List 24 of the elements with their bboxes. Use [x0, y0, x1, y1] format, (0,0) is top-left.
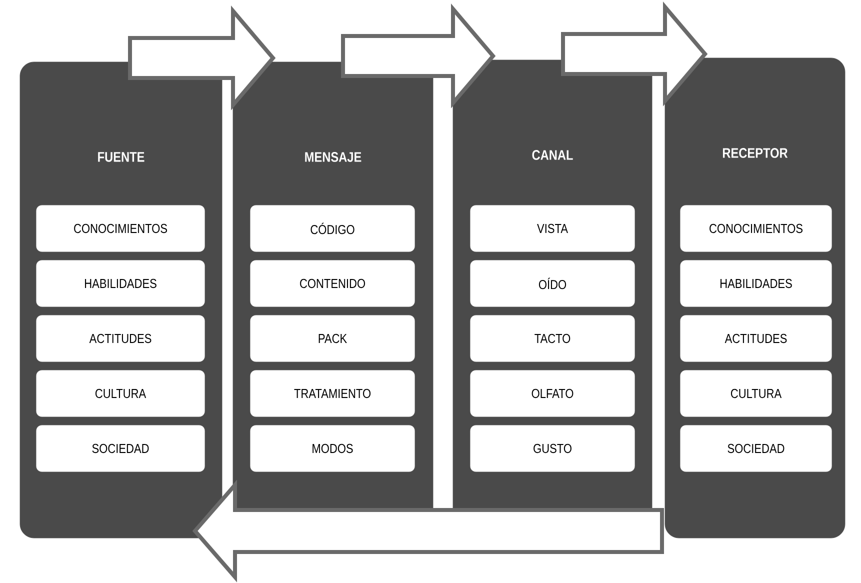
- item-box: GUSTO: [470, 424, 636, 472]
- item-box: ACTITUDES: [36, 314, 206, 362]
- item-box: CONOCIMIENTOS: [36, 204, 206, 252]
- item-box: TRATAMIENTO: [250, 370, 416, 418]
- item-box: CONTENIDO: [250, 260, 416, 308]
- item-box: OLFATO: [470, 370, 636, 418]
- block-arrow: [341, 4, 496, 108]
- item-box: HABILIDADES: [680, 260, 832, 308]
- block-arrow: [192, 480, 664, 582]
- item-box: SOCIEDAD: [680, 424, 832, 472]
- item-box: OÍDO: [470, 260, 636, 308]
- item-box: HABILIDADES: [36, 260, 206, 308]
- item-box: SOCIEDAD: [36, 424, 206, 472]
- item-box: CONOCIMIENTOS: [680, 204, 832, 252]
- item-box: ACTITUDES: [680, 314, 832, 362]
- item-box: MODOS: [250, 424, 416, 472]
- block-arrow: [561, 2, 708, 106]
- item-box: CÓDIGO: [250, 204, 416, 252]
- item-box: PACK: [250, 314, 416, 362]
- item-box: TACTO: [470, 314, 636, 362]
- item-box: CULTURA: [680, 370, 832, 418]
- item-box: VISTA: [470, 204, 636, 252]
- item-box: CULTURA: [36, 370, 206, 418]
- block-arrow: [128, 6, 276, 110]
